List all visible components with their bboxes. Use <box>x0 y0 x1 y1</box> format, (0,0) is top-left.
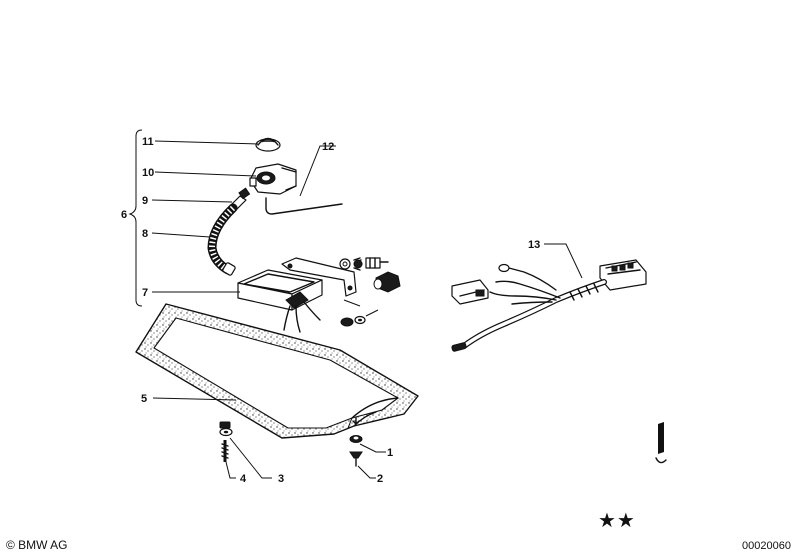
edge-mark <box>655 422 667 464</box>
callout-9: 9 <box>142 195 148 207</box>
copyright-text: © BMW AG <box>6 538 68 552</box>
callout-2: 2 <box>377 473 383 485</box>
callout-12: 12 <box>322 141 334 153</box>
group-bracket <box>128 129 143 307</box>
mounting-bracket <box>281 257 361 307</box>
part-13-wiring-harness <box>451 259 647 352</box>
nut-and-washer <box>340 309 379 327</box>
leader-lines <box>151 140 583 479</box>
part-4-screw <box>219 421 231 462</box>
part-12-lever <box>265 197 343 215</box>
callout-5: 5 <box>141 393 147 405</box>
bolt-and-washers <box>339 257 389 271</box>
rubber-buffer <box>373 271 401 293</box>
part-8-hose <box>207 203 238 276</box>
callout-1: 1 <box>387 447 393 459</box>
callout-10: 10 <box>142 167 154 179</box>
callout-4: 4 <box>240 473 247 485</box>
part-7-control-unit <box>237 269 323 333</box>
callout-7: 7 <box>142 287 148 299</box>
callout-6: 6 <box>121 209 127 221</box>
part-10-sensor-housing <box>249 163 297 195</box>
callout-3: 3 <box>278 473 284 485</box>
part-3-washer <box>219 427 233 437</box>
callout-11: 11 <box>142 136 154 148</box>
document-number: 00020060 <box>742 540 791 552</box>
callout-13: 13 <box>528 239 540 251</box>
callout-8: 8 <box>142 228 148 240</box>
part-5-panel <box>135 303 419 439</box>
part-2-clip <box>349 451 363 467</box>
part-11-cap <box>255 137 281 152</box>
rating-stars: ★★ <box>598 510 636 532</box>
part-1-grommet <box>349 417 363 443</box>
